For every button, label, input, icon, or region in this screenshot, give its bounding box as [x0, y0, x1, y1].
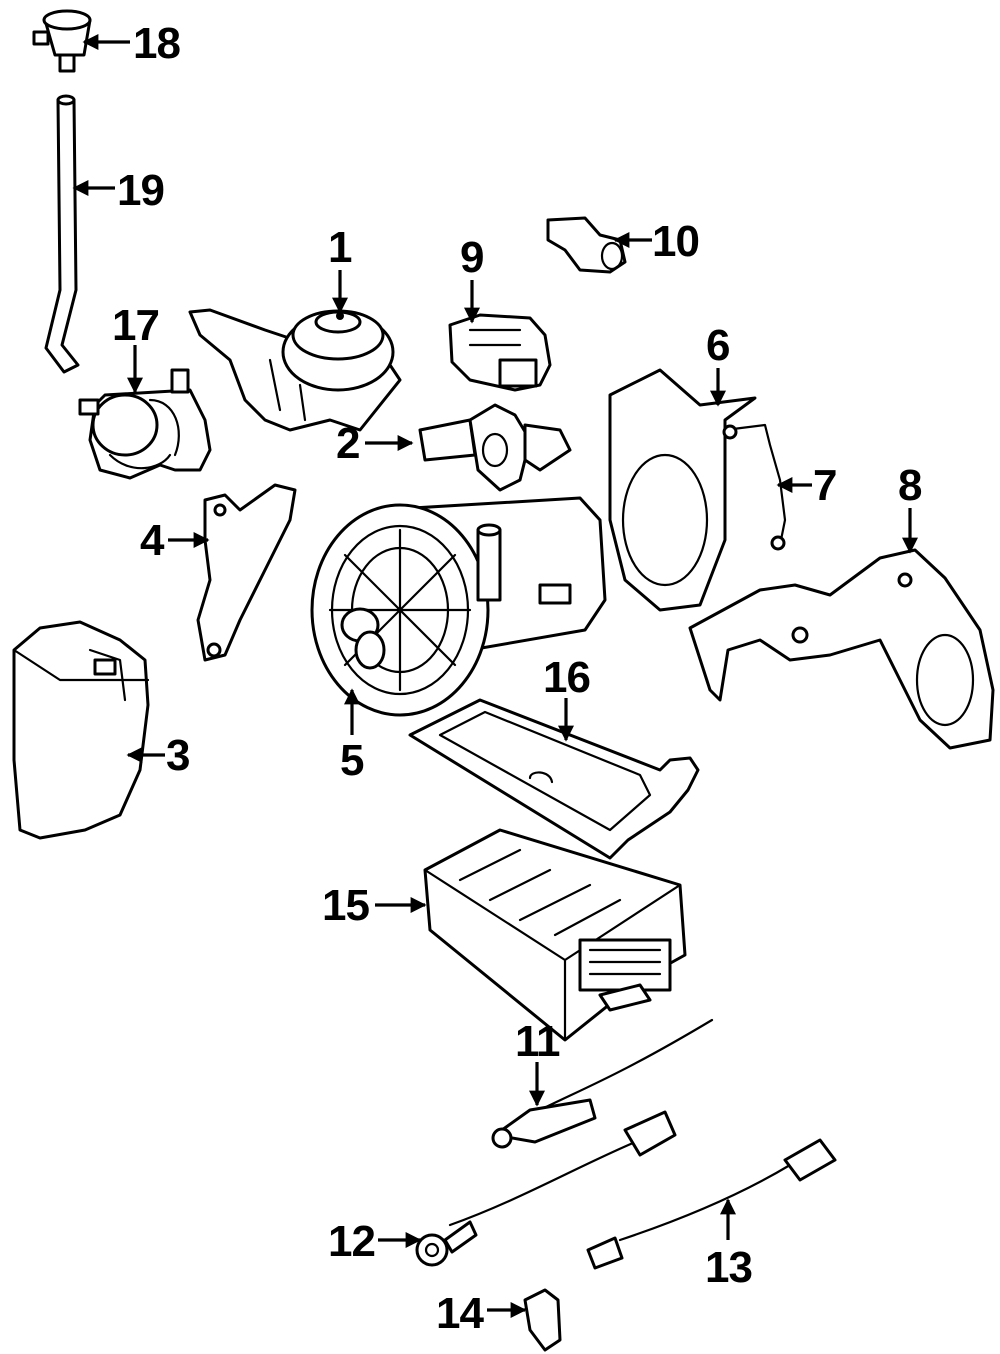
callout-17: 17 [112, 301, 159, 350]
part-2-valve [418, 403, 572, 492]
callout-3: 3 [166, 731, 189, 780]
part-8-mounting-bracket [688, 548, 995, 750]
part-18-valve [32, 9, 92, 73]
part-9-sensor [448, 313, 552, 392]
part-16-gasket-frame [408, 698, 700, 860]
leader-lines [72, 34, 918, 1318]
part-1-air-pump [188, 308, 402, 432]
callout-labels: 1 2 3 4 5 6 7 8 9 10 11 12 13 14 15 16 1… [112, 19, 923, 1338]
part-11-sensor [491, 1018, 714, 1149]
callout-7: 7 [813, 461, 836, 510]
callout-14: 14 [436, 1289, 484, 1338]
callout-10: 10 [652, 217, 699, 266]
part-4-arm [196, 483, 297, 662]
part-10-plug [546, 216, 627, 274]
callout-2: 2 [336, 419, 359, 468]
part-19-hose [44, 94, 80, 374]
callout-18: 18 [133, 19, 180, 68]
callout-9: 9 [460, 233, 483, 282]
part-3-cover [12, 620, 150, 840]
callout-6: 6 [706, 321, 729, 370]
part-12-sensor [415, 1110, 677, 1267]
callout-19: 19 [117, 166, 164, 215]
callout-15: 15 [322, 881, 369, 930]
part-6-shroud [608, 368, 757, 612]
part-5-filter-housing [310, 496, 607, 717]
callout-8: 8 [898, 461, 922, 510]
callout-5: 5 [340, 736, 364, 785]
part-15-control-module [423, 828, 687, 1042]
callout-12: 12 [328, 1217, 375, 1266]
callout-16: 16 [543, 653, 590, 702]
callout-11: 11 [515, 1017, 560, 1066]
part-14-connector [523, 1288, 562, 1352]
callout-13: 13 [705, 1243, 752, 1292]
part-7-bracket [722, 423, 787, 551]
callout-1: 1 [328, 223, 352, 272]
callout-4: 4 [140, 516, 165, 565]
part-17-pump [78, 368, 212, 480]
part-13-sensor [586, 1138, 837, 1270]
